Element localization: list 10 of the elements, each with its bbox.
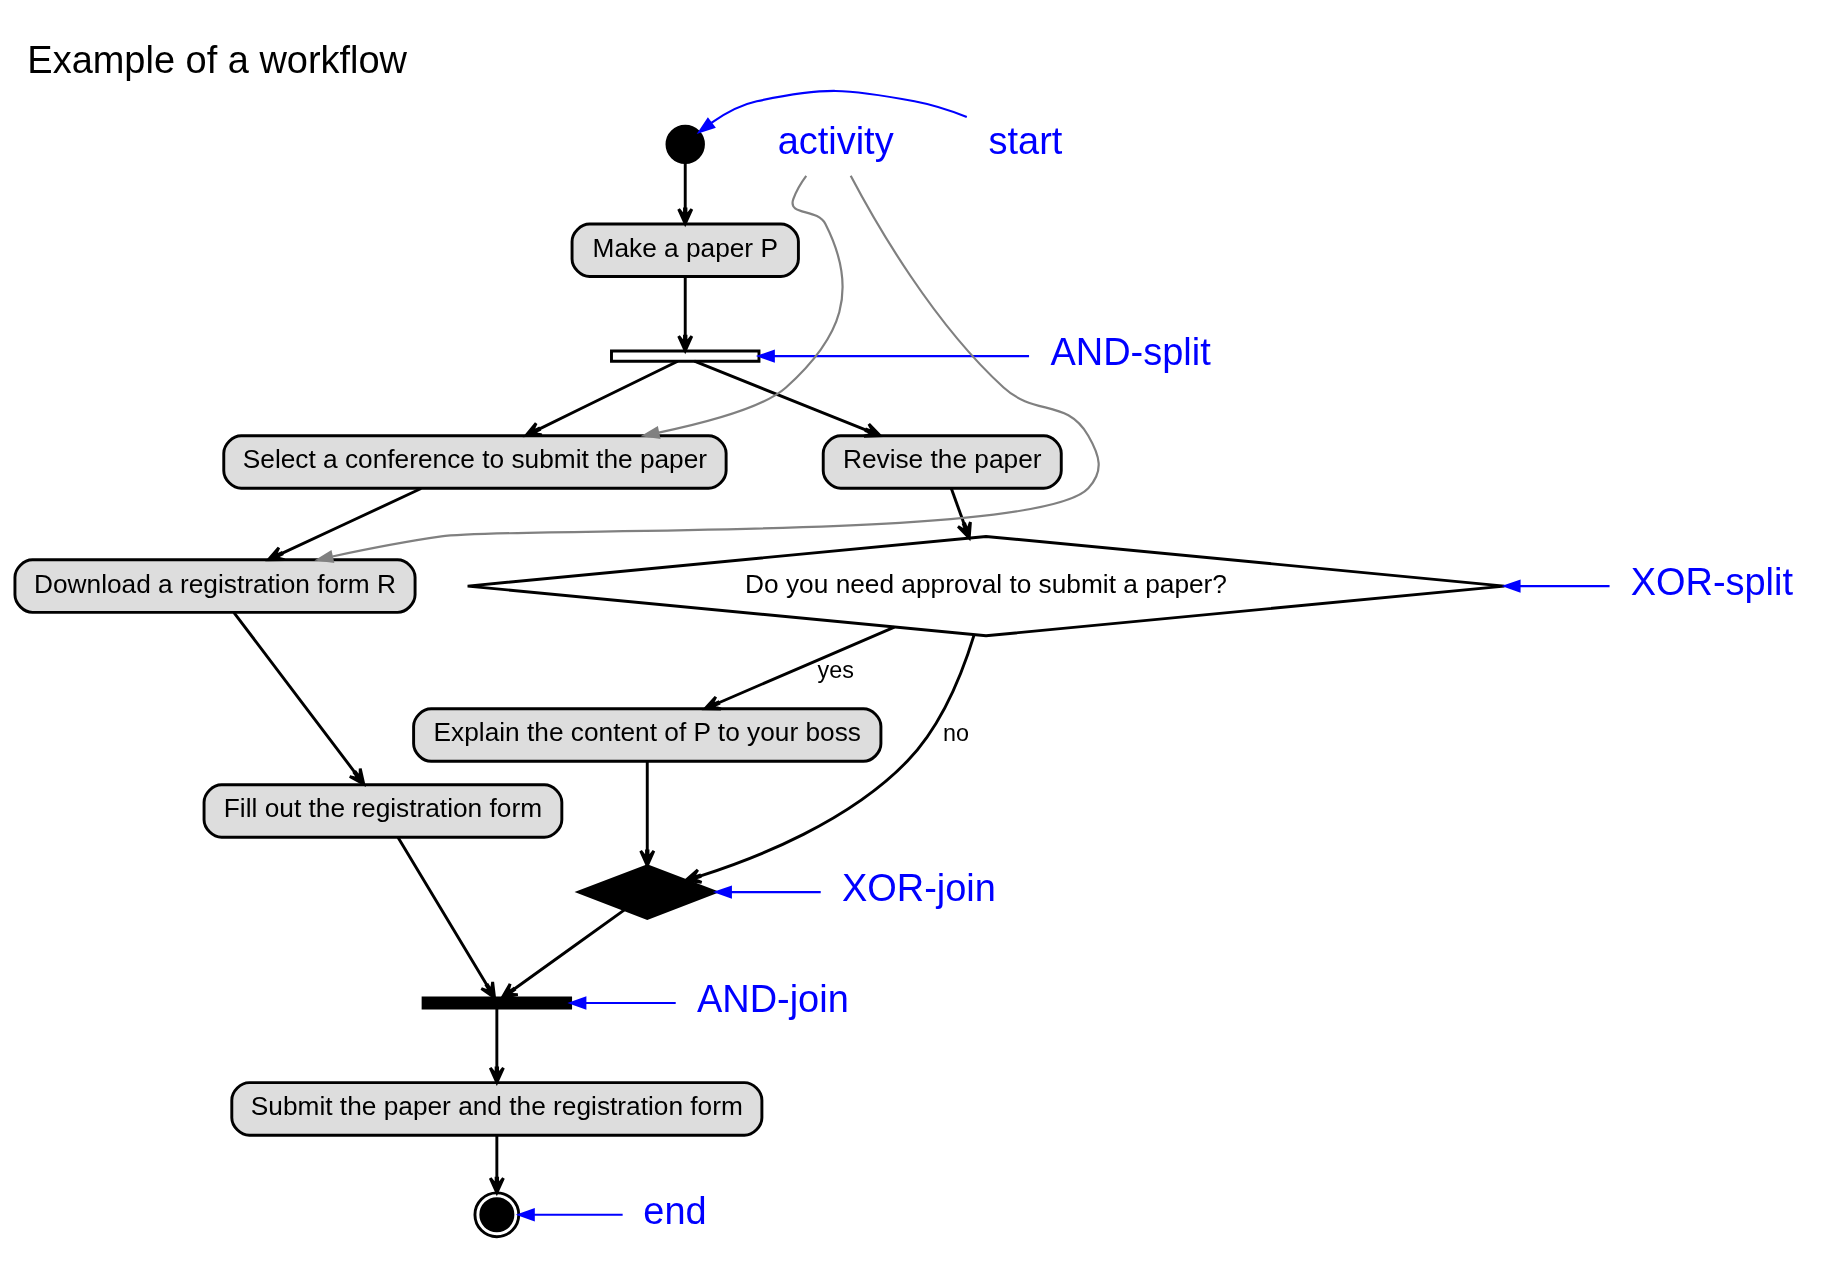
node-text: AND-split <box>1049 331 1211 374</box>
node-text: end <box>642 1189 707 1232</box>
node-text: activity <box>777 119 894 162</box>
node-text: XOR-split <box>1630 561 1793 604</box>
diagram-title: Example of a workflow <box>26 39 407 82</box>
edge-label: yes <box>816 656 854 683</box>
node-text: AND-join <box>696 978 849 1021</box>
node-text: XOR-join <box>841 867 996 910</box>
edge-label: no <box>942 719 969 746</box>
node-text: start <box>988 119 1062 162</box>
